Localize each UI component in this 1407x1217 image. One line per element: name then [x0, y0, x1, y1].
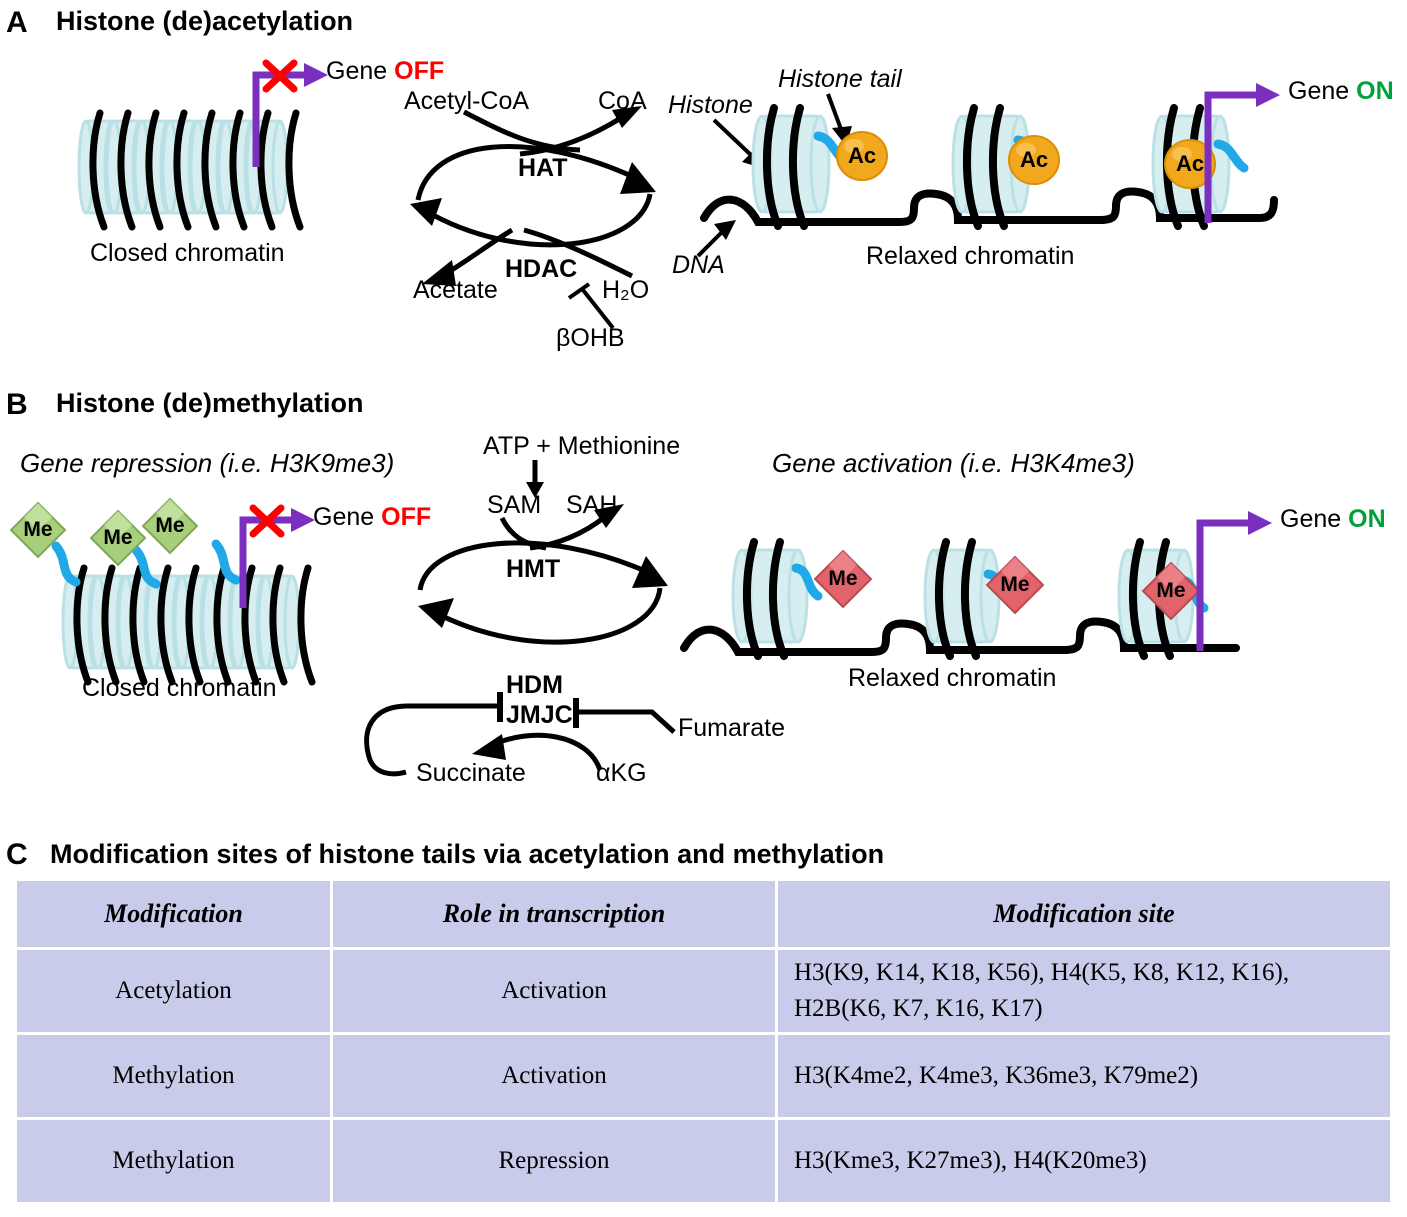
closed-chromatin-graphic-a — [77, 109, 304, 231]
hmt-hdm-cycle — [417, 504, 668, 645]
modification-sites-table: Modification Role in transcription Modif… — [14, 878, 1393, 1205]
ac-mark-1: Ac — [836, 130, 888, 187]
jmjc-enzyme-label: JMJC — [506, 701, 573, 729]
closed-chromatin-graphic-b — [61, 564, 316, 686]
gene-off-text-b: Gene OFF — [313, 504, 431, 530]
me-mark-repression-1: Me — [8, 500, 68, 565]
me-mark-repression-3: Me — [140, 496, 200, 561]
fumarate-inhibition-connector — [573, 698, 676, 734]
ac-mark-label-1: Ac — [847, 143, 877, 168]
gene-on-arrow-b — [1196, 511, 1272, 651]
sam-feed-arrow — [526, 460, 544, 498]
cell-modification: Methylation — [17, 1035, 330, 1117]
hdac-enzyme-label: HDAC — [505, 255, 578, 283]
akg-to-succinate-arrow — [472, 732, 603, 771]
gene-on-text-b: Gene ON — [1280, 506, 1386, 532]
gene-on-state-a: ON — [1356, 77, 1394, 105]
cell-site-line1: H3(Kme3, K27me3), H4(K20me3) — [794, 1146, 1147, 1174]
panel-b-title: Histone (de)methylation — [56, 388, 364, 418]
cell-role: Activation — [333, 950, 775, 1032]
cell-modification: Acetylation — [17, 950, 330, 1032]
gene-off-state-b: OFF — [381, 503, 432, 531]
gene-off-arrow-b — [239, 504, 315, 608]
gene-repression-heading: Gene repression (i.e. H3K9me3) — [20, 448, 395, 478]
panel-c-title: Modification sites of histone tails via … — [50, 839, 885, 869]
fumarate-label: Fumarate — [678, 714, 785, 742]
panel-a-letter: A — [6, 6, 28, 39]
hat-enzyme-label: HAT — [518, 154, 568, 182]
gene-on-prefix-b: Gene — [1280, 505, 1342, 533]
histone-label: Histone — [668, 91, 753, 119]
gene-off-prefix-a: Gene — [326, 57, 388, 85]
me-mark-label-a3: Me — [1156, 579, 1186, 602]
me-mark-repression-2: Me — [88, 508, 148, 573]
gene-on-arrow-a — [1204, 83, 1280, 223]
relaxed-chromatin-label-b: Relaxed chromatin — [848, 664, 1057, 692]
gene-on-text-a: Gene ON — [1288, 78, 1394, 104]
me-mark-label-a1: Me — [828, 567, 858, 590]
histone-tail-label: Histone tail — [778, 65, 902, 93]
column-header-modification: Modification — [17, 881, 330, 947]
gene-activation-heading: Gene activation (i.e. H3K4me3) — [772, 448, 1135, 478]
column-header-site: Modification site — [778, 881, 1390, 947]
ac-mark-label-2: Ac — [1019, 147, 1049, 172]
bohb-label: βOHB — [556, 324, 625, 352]
cell-site: H3(K4me2, K4me3, K36me3, K79me2) — [778, 1035, 1390, 1117]
closed-chromatin-label-b: Closed chromatin — [82, 674, 277, 702]
dna-pointer-arrow — [696, 220, 736, 258]
atp-methionine-label: ATP + Methionine — [483, 432, 681, 460]
table-header-row: Modification Role in transcription Modif… — [17, 881, 1390, 947]
sam-label: SAM — [487, 491, 542, 519]
me-mark-activation-2: Me — [984, 554, 1046, 621]
closed-chromatin-label-a: Closed chromatin — [90, 239, 285, 267]
cell-site: H3(K9, K14, K18, K56), H4(K5, K8, K12, K… — [778, 950, 1390, 1032]
bohb-inhibition-connector — [567, 282, 615, 330]
methyl-tails-repression — [51, 539, 241, 589]
table-row: Methylation Activation H3(K4me2, K4me3, … — [17, 1035, 1390, 1117]
me-mark-label-a2: Me — [1000, 573, 1030, 596]
acetate-label: Acetate — [413, 276, 498, 304]
me-mark-label-r3: Me — [155, 514, 185, 537]
cell-site-line2: H2B(K6, K7, K16, K17) — [794, 995, 1043, 1022]
cell-site-line1: H3(K9, K14, K18, K56), H4(K5, K8, K12, K… — [794, 958, 1290, 986]
panel-a-title: Histone (de)acetylation — [56, 6, 354, 36]
me-mark-activation-3: Me — [1140, 560, 1202, 627]
hat-hdac-cycle — [410, 106, 656, 286]
acetyl-coa-label: Acetyl-CoA — [404, 87, 530, 115]
panel-c-letter: C — [6, 838, 28, 871]
cell-modification: Methylation — [17, 1120, 330, 1202]
table-row: Methylation Repression H3(Kme3, K27me3),… — [17, 1120, 1390, 1202]
relaxed-chromatin-label-a: Relaxed chromatin — [866, 242, 1075, 270]
gene-on-prefix-a: Gene — [1288, 77, 1350, 105]
ac-mark-label-3: Ac — [1175, 151, 1205, 176]
ac-mark-2: Ac — [1008, 134, 1060, 191]
water-label: H₂O — [602, 276, 650, 304]
cell-site: H3(Kme3, K27me3), H4(K20me3) — [778, 1120, 1390, 1202]
ac-mark-3: Ac — [1164, 138, 1216, 195]
gene-on-state-b: ON — [1348, 505, 1386, 533]
me-mark-label-r2: Me — [103, 526, 133, 549]
hdm-enzyme-label: HDM — [506, 671, 563, 699]
succinate-inhibition-connector — [364, 692, 503, 777]
cell-role: Activation — [333, 1035, 775, 1117]
gene-off-state-a: OFF — [394, 57, 445, 85]
gene-off-arrow-a — [252, 59, 328, 167]
succinate-label: Succinate — [416, 759, 526, 787]
table-row: Acetylation Activation H3(K9, K14, K18, … — [17, 950, 1390, 1032]
cell-site-line1: H3(K4me2, K4me3, K36me3, K79me2) — [794, 1061, 1199, 1089]
gene-off-prefix-b: Gene — [313, 503, 375, 531]
me-mark-label-r1: Me — [23, 518, 53, 541]
akg-label: αKG — [596, 759, 647, 787]
me-mark-activation-1: Me — [812, 548, 874, 615]
hmt-enzyme-label: HMT — [506, 555, 561, 583]
panel-b-letter: B — [6, 388, 28, 421]
gene-off-text-a: Gene OFF — [326, 58, 444, 84]
cell-role: Repression — [333, 1120, 775, 1202]
column-header-role: Role in transcription — [333, 881, 775, 947]
